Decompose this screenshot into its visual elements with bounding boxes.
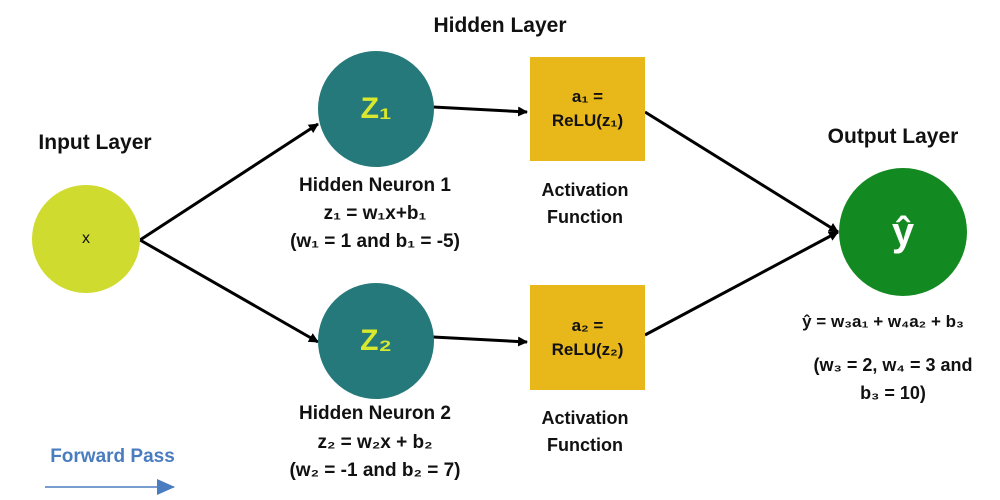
output-params-line1: (w₃ = 2, w₄ = 3 and	[813, 355, 973, 375]
activation-function-2-caption-line2: Function	[547, 435, 623, 455]
activation-function-1-caption-line1: Activation	[541, 180, 629, 200]
hidden-neuron-1: Z₁	[318, 51, 434, 167]
activation-box-1-line2: ReLU(z₁)	[551, 111, 624, 130]
arrow-z1-to-a1	[432, 105, 528, 117]
activation-box-2: a₂ = ReLU(z₂)	[530, 285, 645, 390]
activation-box-1-line1: a₁ =	[571, 87, 604, 106]
hidden-neuron-1-params: (w₁ = 1 and b₁ = -5)	[290, 231, 460, 252]
output-layer-title: Output Layer	[827, 125, 959, 148]
output-node-symbol: ŷ	[891, 209, 915, 254]
hidden-neuron-2-symbol: Z₂	[360, 324, 392, 357]
arrow-x-to-z1	[139, 122, 319, 242]
activation-box-1: a₁ = ReLU(z₁)	[530, 57, 645, 161]
hidden-neuron-1-name: Hidden Neuron 1	[298, 175, 451, 196]
hidden-neuron-2-name: Hidden Neuron 2	[298, 403, 451, 424]
activation-box-2-line2: ReLU(z₂)	[551, 339, 624, 359]
output-node: ŷ	[839, 168, 967, 296]
hidden-neuron-1-formula: z₁ = w₁x+b₁	[323, 203, 427, 224]
input-node: x	[32, 185, 140, 293]
activation-function-2-caption-line1: Activation	[541, 408, 629, 428]
input-layer-title: Input Layer	[38, 131, 152, 154]
hidden-neuron-1-symbol: Z₁	[360, 92, 392, 125]
output-formula: ŷ = w₃a₁ + w₄a₂ + b₃	[802, 312, 964, 331]
output-params-line2: b₃ = 10)	[860, 383, 926, 403]
arrow-z2-to-a2	[432, 335, 528, 347]
hidden-neuron-2: Z₂	[318, 283, 434, 399]
activation-function-1-caption-line2: Function	[547, 207, 623, 227]
arrow-a1-to-yhat	[644, 110, 839, 234]
hidden-neuron-2-formula: z₂ = w₂x + b₂	[317, 432, 433, 453]
input-node-label: x	[82, 230, 90, 247]
arrow-x-to-z2	[139, 238, 319, 344]
forward-pass-label: Forward Pass	[50, 446, 175, 467]
activation-box-2-line1: a₂ =	[571, 315, 604, 335]
hidden-neuron-2-params: (w₂ = -1 and b₂ = 7)	[289, 460, 461, 481]
arrow-a2-to-yhat	[644, 230, 839, 337]
hidden-layer-title: Hidden Layer	[433, 14, 567, 37]
